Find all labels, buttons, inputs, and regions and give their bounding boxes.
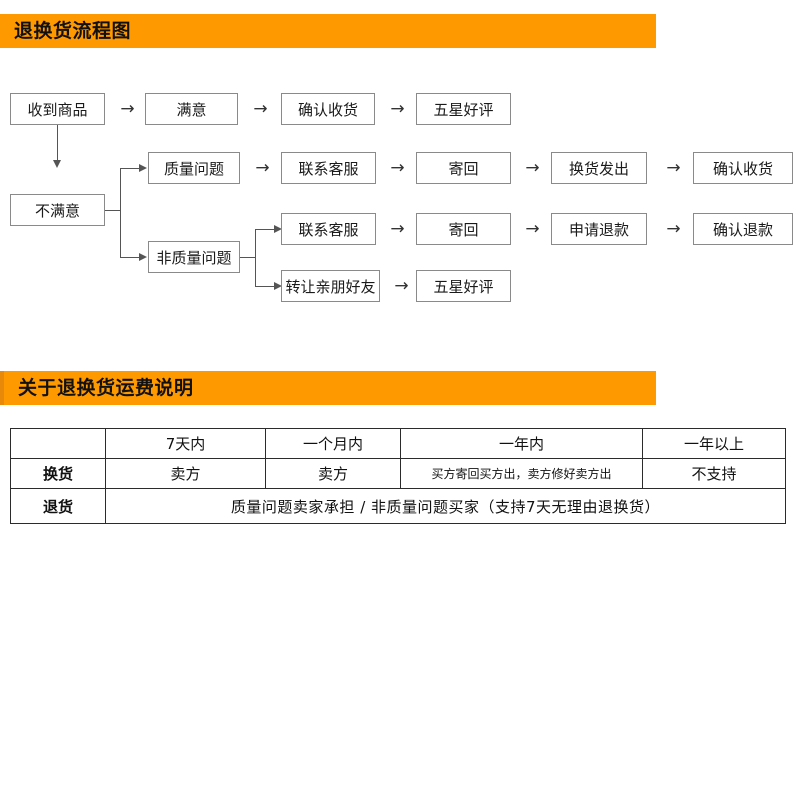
- flow-arrow-icon: →: [394, 275, 409, 296]
- arrowhead-down-icon: [53, 160, 61, 168]
- flow-arrow-icon: →: [666, 157, 681, 178]
- flow-node-contact-cs-1[interactable]: 联系客服: [281, 152, 376, 184]
- table-header-cell-over-a-year: 一年以上: [642, 428, 786, 459]
- connector-unsatisfied-stub: [105, 210, 120, 211]
- arrowhead-right-icon: [139, 164, 147, 172]
- shipping-fee-table: 7天内 一个月内 一年内 一年以上 换货 卖方 卖方 买方寄回买方出，卖方修好卖…: [10, 428, 786, 524]
- table-cell-exchange-7days: 卖方: [105, 458, 266, 489]
- flow-arrow-icon: →: [525, 218, 540, 239]
- flow-arrow-icon: →: [390, 157, 405, 178]
- flow-node-exchange-sent[interactable]: 换货发出: [551, 152, 647, 184]
- arrowhead-right-icon: [274, 282, 282, 290]
- connector-to-quality: [120, 168, 140, 169]
- flow-node-non-quality[interactable]: 非质量问题: [148, 241, 240, 273]
- flow-node-contact-cs-2[interactable]: 联系客服: [281, 213, 376, 245]
- connector-to-transfer-friend: [255, 286, 275, 287]
- flow-arrow-icon: →: [666, 218, 681, 239]
- table-cell-exchange-one-month: 卖方: [265, 458, 401, 489]
- connector-non-quality-split: [255, 229, 256, 287]
- connector-to-non-quality: [120, 257, 140, 258]
- table-cell-exchange-over-year: 不支持: [642, 458, 786, 489]
- flow-node-send-back-2[interactable]: 寄回: [416, 213, 511, 245]
- section-title-shipping-fee: 关于退换货运费说明: [18, 376, 194, 399]
- connector-unsatisfied-split: [120, 168, 121, 258]
- flow-arrow-icon: →: [525, 157, 540, 178]
- flow-node-satisfied[interactable]: 满意: [145, 93, 238, 125]
- table-rowlabel-return: 退货: [10, 488, 106, 524]
- table-rowlabel-exchange: 换货: [10, 458, 106, 489]
- section-header-shipping-fee: 关于退换货运费说明: [0, 371, 656, 405]
- arrowhead-right-icon: [274, 225, 282, 233]
- flow-node-quality-issue[interactable]: 质量问题: [148, 152, 240, 184]
- flow-node-confirm-receipt[interactable]: 确认收货: [281, 93, 375, 125]
- flow-node-received[interactable]: 收到商品: [10, 93, 105, 125]
- flow-node-transfer-friend[interactable]: 转让亲朋好友: [281, 270, 380, 302]
- table-header-cell-one-month: 一个月内: [265, 428, 401, 459]
- flow-node-unsatisfied[interactable]: 不满意: [10, 194, 105, 226]
- table-cell-exchange-one-year: 买方寄回买方出，卖方修好卖方出: [400, 458, 643, 489]
- flow-node-confirm-receipt-2[interactable]: 确认收货: [693, 152, 793, 184]
- table-row-return: 退货 质量问题卖家承担 / 非质量问题买家（支持7天无理由退换货）: [10, 488, 786, 524]
- flow-node-send-back-1[interactable]: 寄回: [416, 152, 511, 184]
- table-header-cell-7days: 7天内: [105, 428, 266, 459]
- section-title-flowchart: 退换货流程图: [14, 19, 132, 42]
- flow-arrow-icon: →: [120, 98, 135, 119]
- flow-arrow-icon: →: [390, 98, 405, 119]
- connector-received-to-unsatisfied: [57, 125, 58, 163]
- connector-non-quality-stub: [240, 257, 255, 258]
- flow-node-five-star-2[interactable]: 五星好评: [416, 270, 511, 302]
- arrowhead-right-icon: [139, 253, 147, 261]
- flow-arrow-icon: →: [255, 157, 270, 178]
- table-header-cell-one-year: 一年内: [400, 428, 643, 459]
- flow-node-five-star[interactable]: 五星好评: [416, 93, 511, 125]
- section-header-flowchart: 退换货流程图: [0, 14, 656, 48]
- returns-flowchart: 收到商品 → 满意 → 确认收货 → 五星好评 不满意 质量问题 → 联系客服 …: [0, 0, 800, 340]
- flow-node-confirm-refund[interactable]: 确认退款: [693, 213, 793, 245]
- table-header-cell-blank: [10, 428, 106, 459]
- table-row-exchange: 换货 卖方 卖方 买方寄回买方出，卖方修好卖方出 不支持: [10, 458, 786, 489]
- flow-arrow-icon: →: [253, 98, 268, 119]
- table-header-row: 7天内 一个月内 一年内 一年以上: [10, 428, 786, 459]
- connector-to-contact-cs-2: [255, 229, 275, 230]
- flow-arrow-icon: →: [390, 218, 405, 239]
- flow-node-apply-refund[interactable]: 申请退款: [551, 213, 647, 245]
- table-cell-return-note: 质量问题卖家承担 / 非质量问题买家（支持7天无理由退换货）: [105, 488, 786, 524]
